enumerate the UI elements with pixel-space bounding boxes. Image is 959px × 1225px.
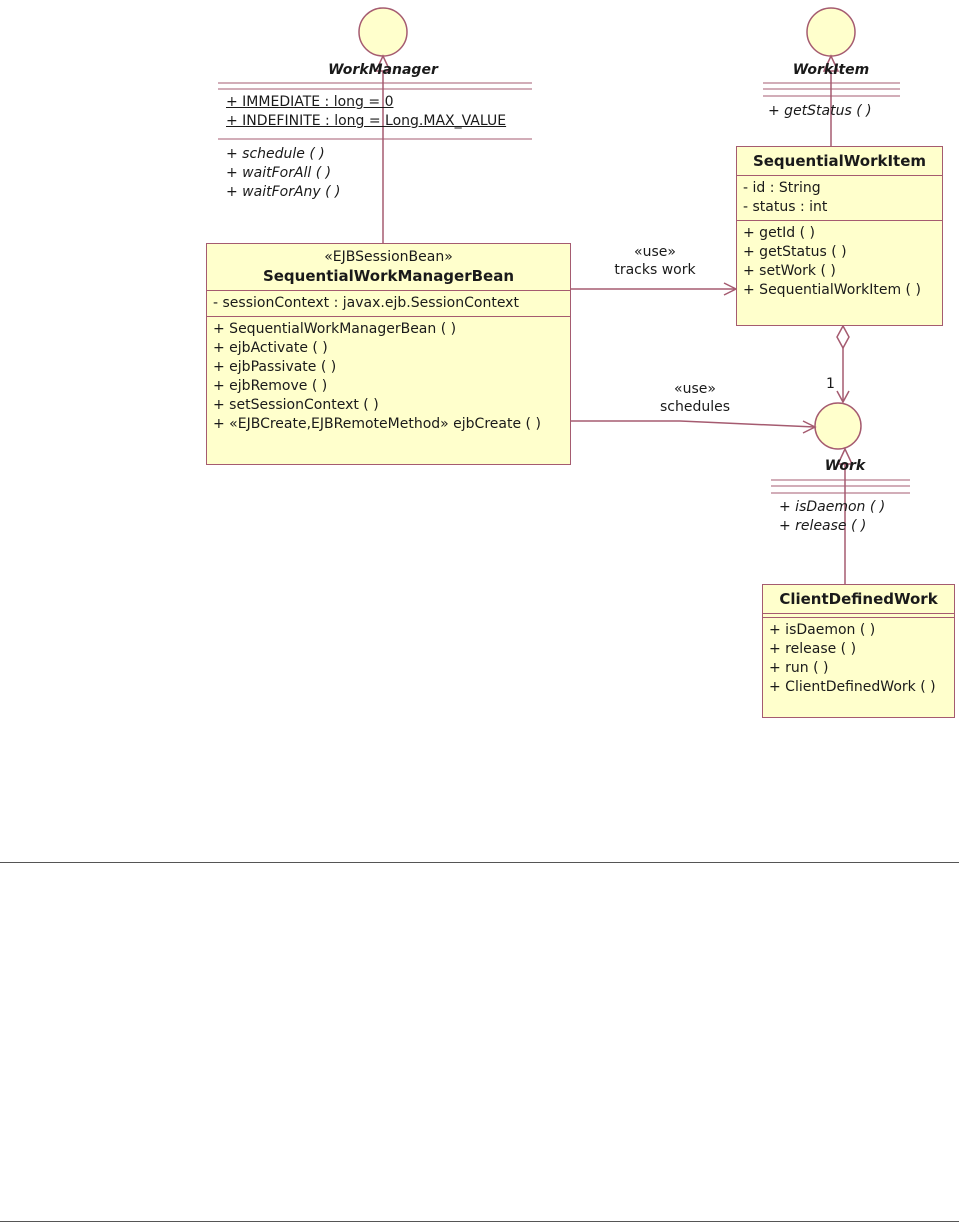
page-divider-bottom [0, 1221, 959, 1222]
class-operations: + SequentialWorkManagerBean ( ) + ejbAct… [207, 317, 570, 437]
class-operation: + isDaemon ( ) [769, 622, 876, 638]
tracks-work-stereotype: «use» [634, 244, 676, 260]
class-attributes: - sessionContext : javax.ejb.SessionCont… [207, 291, 570, 317]
realization-arrowhead-work-item [822, 54, 840, 72]
class-operation: + ejbRemove ( ) [213, 378, 328, 394]
class-attribute: - sessionContext : javax.ejb.SessionCont… [213, 295, 519, 311]
work-manager-operation: + waitForAny ( ) [226, 184, 341, 200]
work-operation: + release ( ) [779, 518, 867, 534]
aggregation-multiplicity: 1 [826, 376, 835, 392]
class-operation: + setWork ( ) [743, 263, 836, 279]
work-manager-operation: + schedule ( ) [226, 146, 325, 162]
class-name: SequentialWorkManagerBean [262, 267, 515, 285]
aggregation-diamond [836, 324, 850, 350]
work-item-interface-name: WorkItem [792, 62, 870, 78]
class-header: «EJBSessionBean» SequentialWorkManagerBe… [207, 244, 570, 291]
class-operation: + run ( ) [769, 660, 829, 676]
work-manager-attribute: + IMMEDIATE : long = 0 [226, 94, 394, 110]
work-interface-name: Work [824, 458, 866, 474]
class-operation: + getStatus ( ) [743, 244, 847, 260]
class-attributes-empty [763, 614, 954, 618]
class-stereotype: «EJBSessionBean» [324, 249, 453, 265]
class-operation: + setSessionContext ( ) [213, 397, 379, 413]
realization-arrowhead-work [836, 447, 854, 465]
work-interface-circle [814, 402, 862, 450]
work-operations: + isDaemon ( ) + release ( ) [779, 498, 885, 536]
class-name: ClientDefinedWork [779, 590, 938, 608]
tracks-work-label: «use» tracks work [600, 243, 710, 279]
class-operation: + ejbPassivate ( ) [213, 359, 337, 375]
class-header: SequentialWorkItem [737, 147, 942, 176]
class-operation: + getId ( ) [743, 225, 816, 241]
sequential-work-item-class: SequentialWorkItem - id : String - statu… [736, 146, 943, 326]
tracks-work-text: tracks work [614, 262, 696, 278]
class-header: ClientDefinedWork [763, 585, 954, 614]
class-operation: + release ( ) [769, 641, 857, 657]
realization-arrowhead-work-manager [374, 54, 392, 72]
work-manager-operation: + waitForAll ( ) [226, 165, 332, 181]
class-operations: + isDaemon ( ) + release ( ) + run ( ) +… [763, 618, 954, 700]
schedules-text: schedules [659, 399, 731, 415]
association-line-schedules [571, 420, 816, 428]
schedules-stereotype: «use» [674, 381, 716, 397]
class-operation: + ejbActivate ( ) [213, 340, 328, 356]
schedules-label: «use» schedules [640, 380, 750, 416]
association-arrowhead-schedules [802, 420, 817, 434]
aggregation-arrowhead [836, 390, 850, 404]
page-divider-top [0, 862, 959, 863]
work-manager-attributes: + IMMEDIATE : long = 0 + INDEFINITE : lo… [226, 93, 506, 131]
class-attribute: - status : int [743, 199, 828, 215]
class-name: SequentialWorkItem [752, 152, 927, 170]
work-item-interface-circle [806, 7, 856, 57]
work-operation: + isDaemon ( ) [779, 499, 886, 515]
work-manager-operations: + schedule ( ) + waitForAll ( ) + waitFo… [226, 145, 341, 202]
class-operation: + ClientDefinedWork ( ) [769, 679, 936, 695]
class-attributes: - id : String - status : int [737, 176, 942, 221]
class-operation: + SequentialWorkManagerBean ( ) [213, 321, 457, 337]
work-manager-interface-name: WorkManager [328, 62, 438, 78]
work-manager-attribute: + INDEFINITE : long = Long.MAX_VALUE [226, 113, 507, 129]
class-attribute: - id : String [743, 180, 821, 196]
class-operations: + getId ( ) + getStatus ( ) + setWork ( … [737, 221, 942, 303]
class-operation: + SequentialWorkItem ( ) [743, 282, 921, 298]
class-operation: + «EJBCreate,EJBRemoteMethod» ejbCreate … [213, 416, 541, 432]
sequential-work-manager-bean-class: «EJBSessionBean» SequentialWorkManagerBe… [206, 243, 571, 465]
work-item-operations: + getStatus ( ) [768, 102, 872, 121]
work-item-operation: + getStatus ( ) [768, 103, 872, 119]
client-defined-work-class: ClientDefinedWork + isDaemon ( ) + relea… [762, 584, 955, 718]
work-manager-interface-circle [358, 7, 408, 57]
